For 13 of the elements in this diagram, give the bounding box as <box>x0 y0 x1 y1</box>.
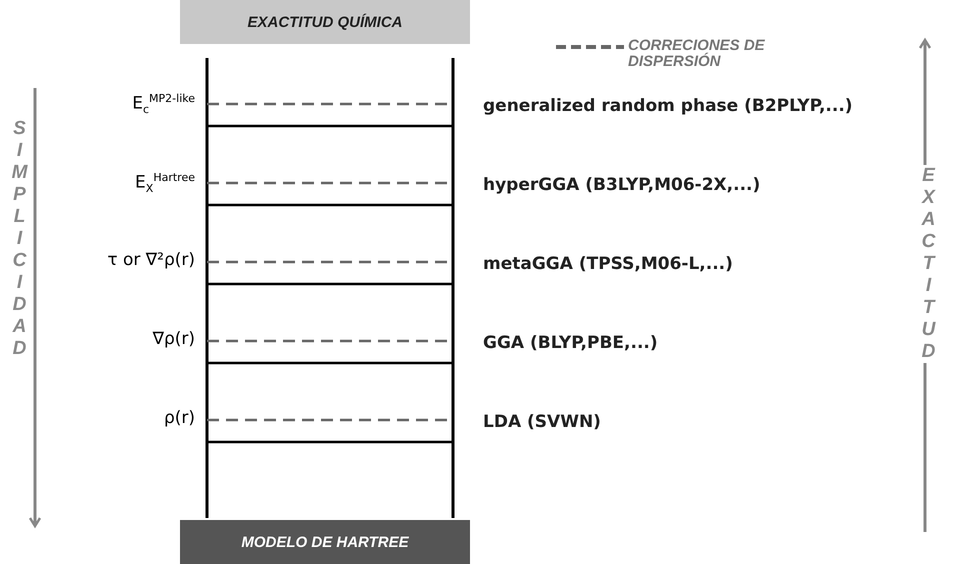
functional-label: GGA (BLYP,PBE,...) <box>483 333 658 353</box>
level-band <box>180 0 470 44</box>
band-label: EXACTITUD QUÍMICA <box>248 14 402 30</box>
functional-label: LDA (SVWN) <box>483 412 601 432</box>
legend-label: CORRECIONES DE DISPERSIÓN <box>628 38 766 70</box>
functional-label: hyperGGA (B3LYP,M06-2X,...) <box>483 175 760 195</box>
functional-label: metaGGA (TPSS,M06-L,...) <box>483 254 733 274</box>
ingredient-label: τ or ∇²ρ(r) <box>107 250 195 270</box>
ingredient-label: ∇ρ(r) <box>152 329 195 349</box>
band-label: MODELO DE HARTREE <box>241 534 409 550</box>
functional-label: generalized random phase (B2PLYP,...) <box>483 96 853 116</box>
level-band <box>180 520 470 564</box>
ingredient-label: ρ(r) <box>164 408 195 428</box>
